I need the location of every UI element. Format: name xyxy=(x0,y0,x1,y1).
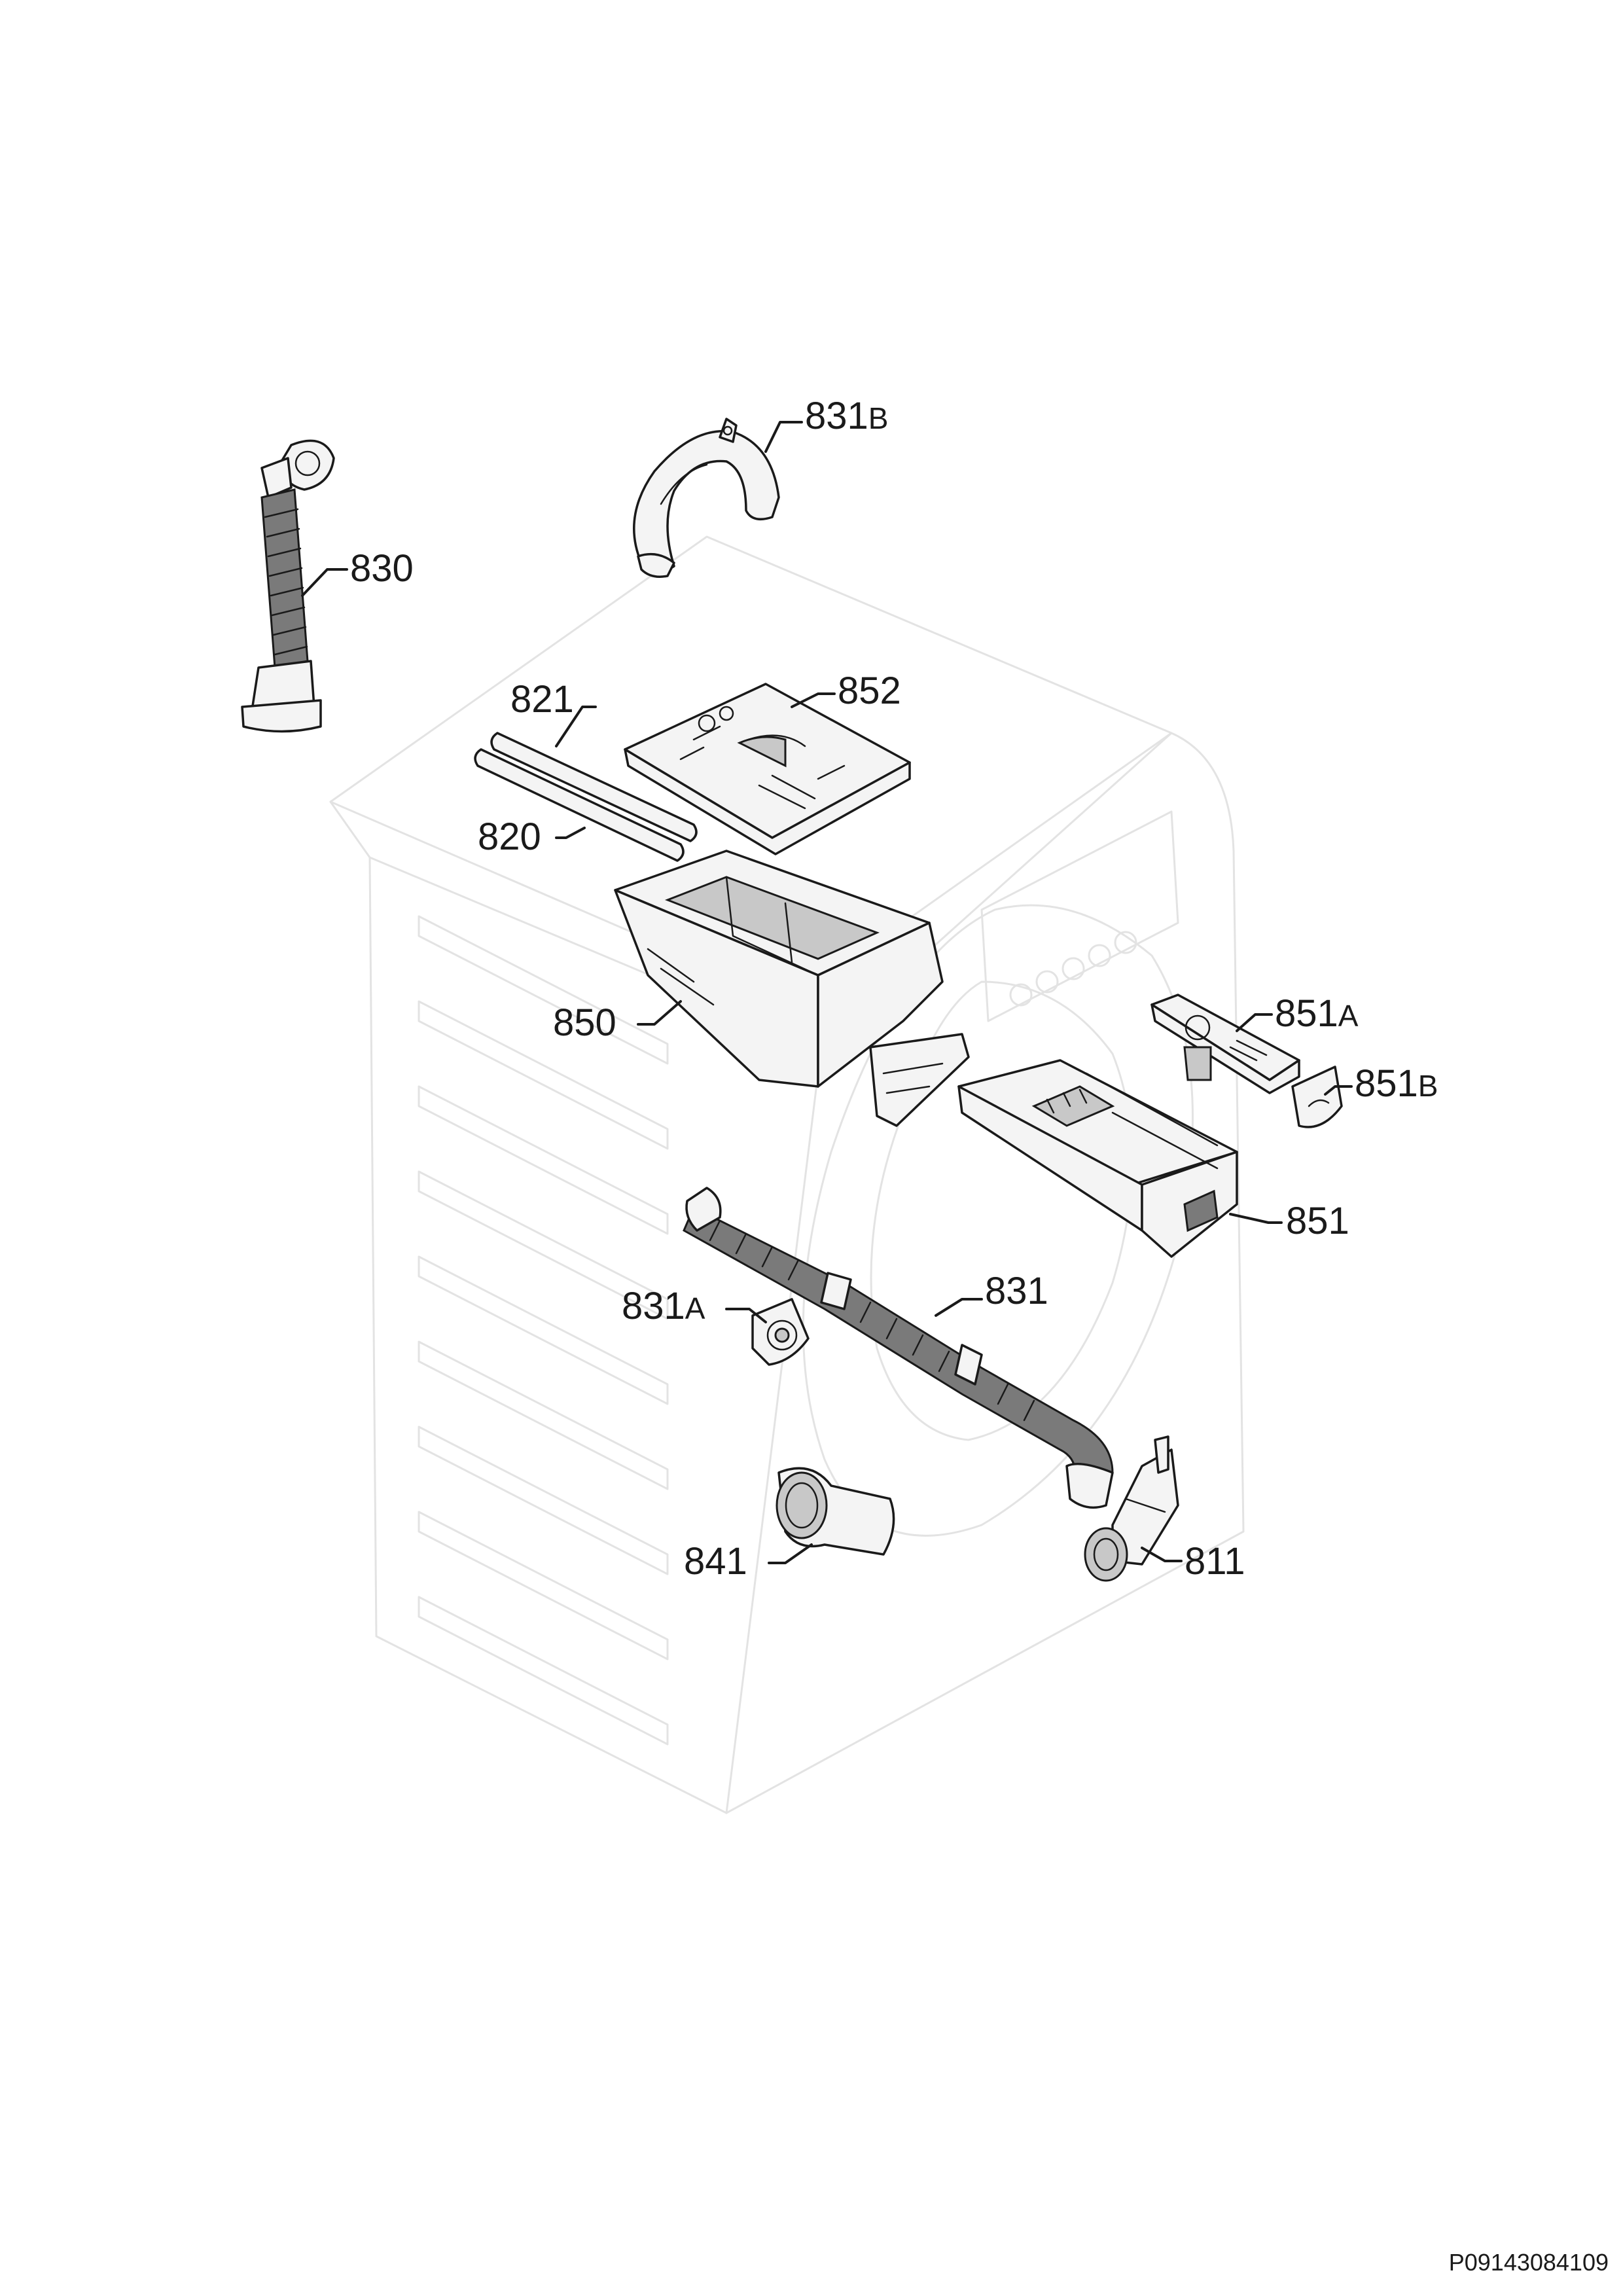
callout-831B: 831B xyxy=(805,395,888,437)
leader-841 xyxy=(768,1543,813,1564)
callout-811: 811 xyxy=(1185,1540,1245,1583)
leader-851A xyxy=(1236,1013,1273,1032)
leader-821 xyxy=(555,706,597,747)
callout-850: 850 xyxy=(553,1001,616,1044)
callout-851B: 851B xyxy=(1355,1062,1438,1105)
part-850-dispenser-housing xyxy=(614,850,970,1127)
callout-labels: 831B 830 821 852 820 850 851A 851B 851 8… xyxy=(350,395,1438,1583)
part-830-inlet-hose xyxy=(241,439,335,733)
callout-831A: 831A xyxy=(622,1285,705,1327)
callout-820: 820 xyxy=(478,816,541,858)
part-852-dispenser-cover xyxy=(624,683,911,855)
callout-831: 831 xyxy=(985,1270,1048,1312)
part-841-pump-filter xyxy=(776,1467,895,1556)
leader-830 xyxy=(301,568,348,597)
callout-852: 852 xyxy=(838,670,901,712)
part-820-821-tubes xyxy=(474,732,698,862)
appliance-ghost-outline xyxy=(329,535,1245,1814)
part-831B-hose-guide xyxy=(633,418,780,578)
control-panel-ghost xyxy=(980,810,1179,1022)
cabinet-vent-slots xyxy=(418,915,669,1746)
part-851B-siphon-clip xyxy=(1291,1066,1343,1128)
part-851-detergent-drawer xyxy=(957,1059,1238,1258)
part-811-drain-pump xyxy=(1084,1435,1179,1582)
leader-831A xyxy=(725,1308,767,1323)
leader-831 xyxy=(935,1298,983,1317)
callout-851: 851 xyxy=(1286,1200,1349,1242)
leader-811 xyxy=(1141,1547,1183,1562)
leader-851 xyxy=(1229,1213,1283,1224)
callout-851A: 851A xyxy=(1275,992,1359,1035)
leader-831B xyxy=(764,421,803,453)
callout-821: 821 xyxy=(510,678,574,721)
drawing-code: P09143084109 xyxy=(1448,2249,1609,2276)
part-851A-siphon-cap xyxy=(1150,994,1300,1094)
part-831A-hose-clamp xyxy=(751,1298,810,1366)
leader-852 xyxy=(791,692,836,708)
leader-851B xyxy=(1324,1085,1353,1096)
callout-841: 841 xyxy=(684,1540,747,1583)
part-831-drain-hose xyxy=(683,1187,1114,1509)
leader-850 xyxy=(637,1000,682,1026)
leader-820 xyxy=(555,827,586,839)
callout-830: 830 xyxy=(350,547,414,590)
leader-lines xyxy=(301,421,1353,1564)
